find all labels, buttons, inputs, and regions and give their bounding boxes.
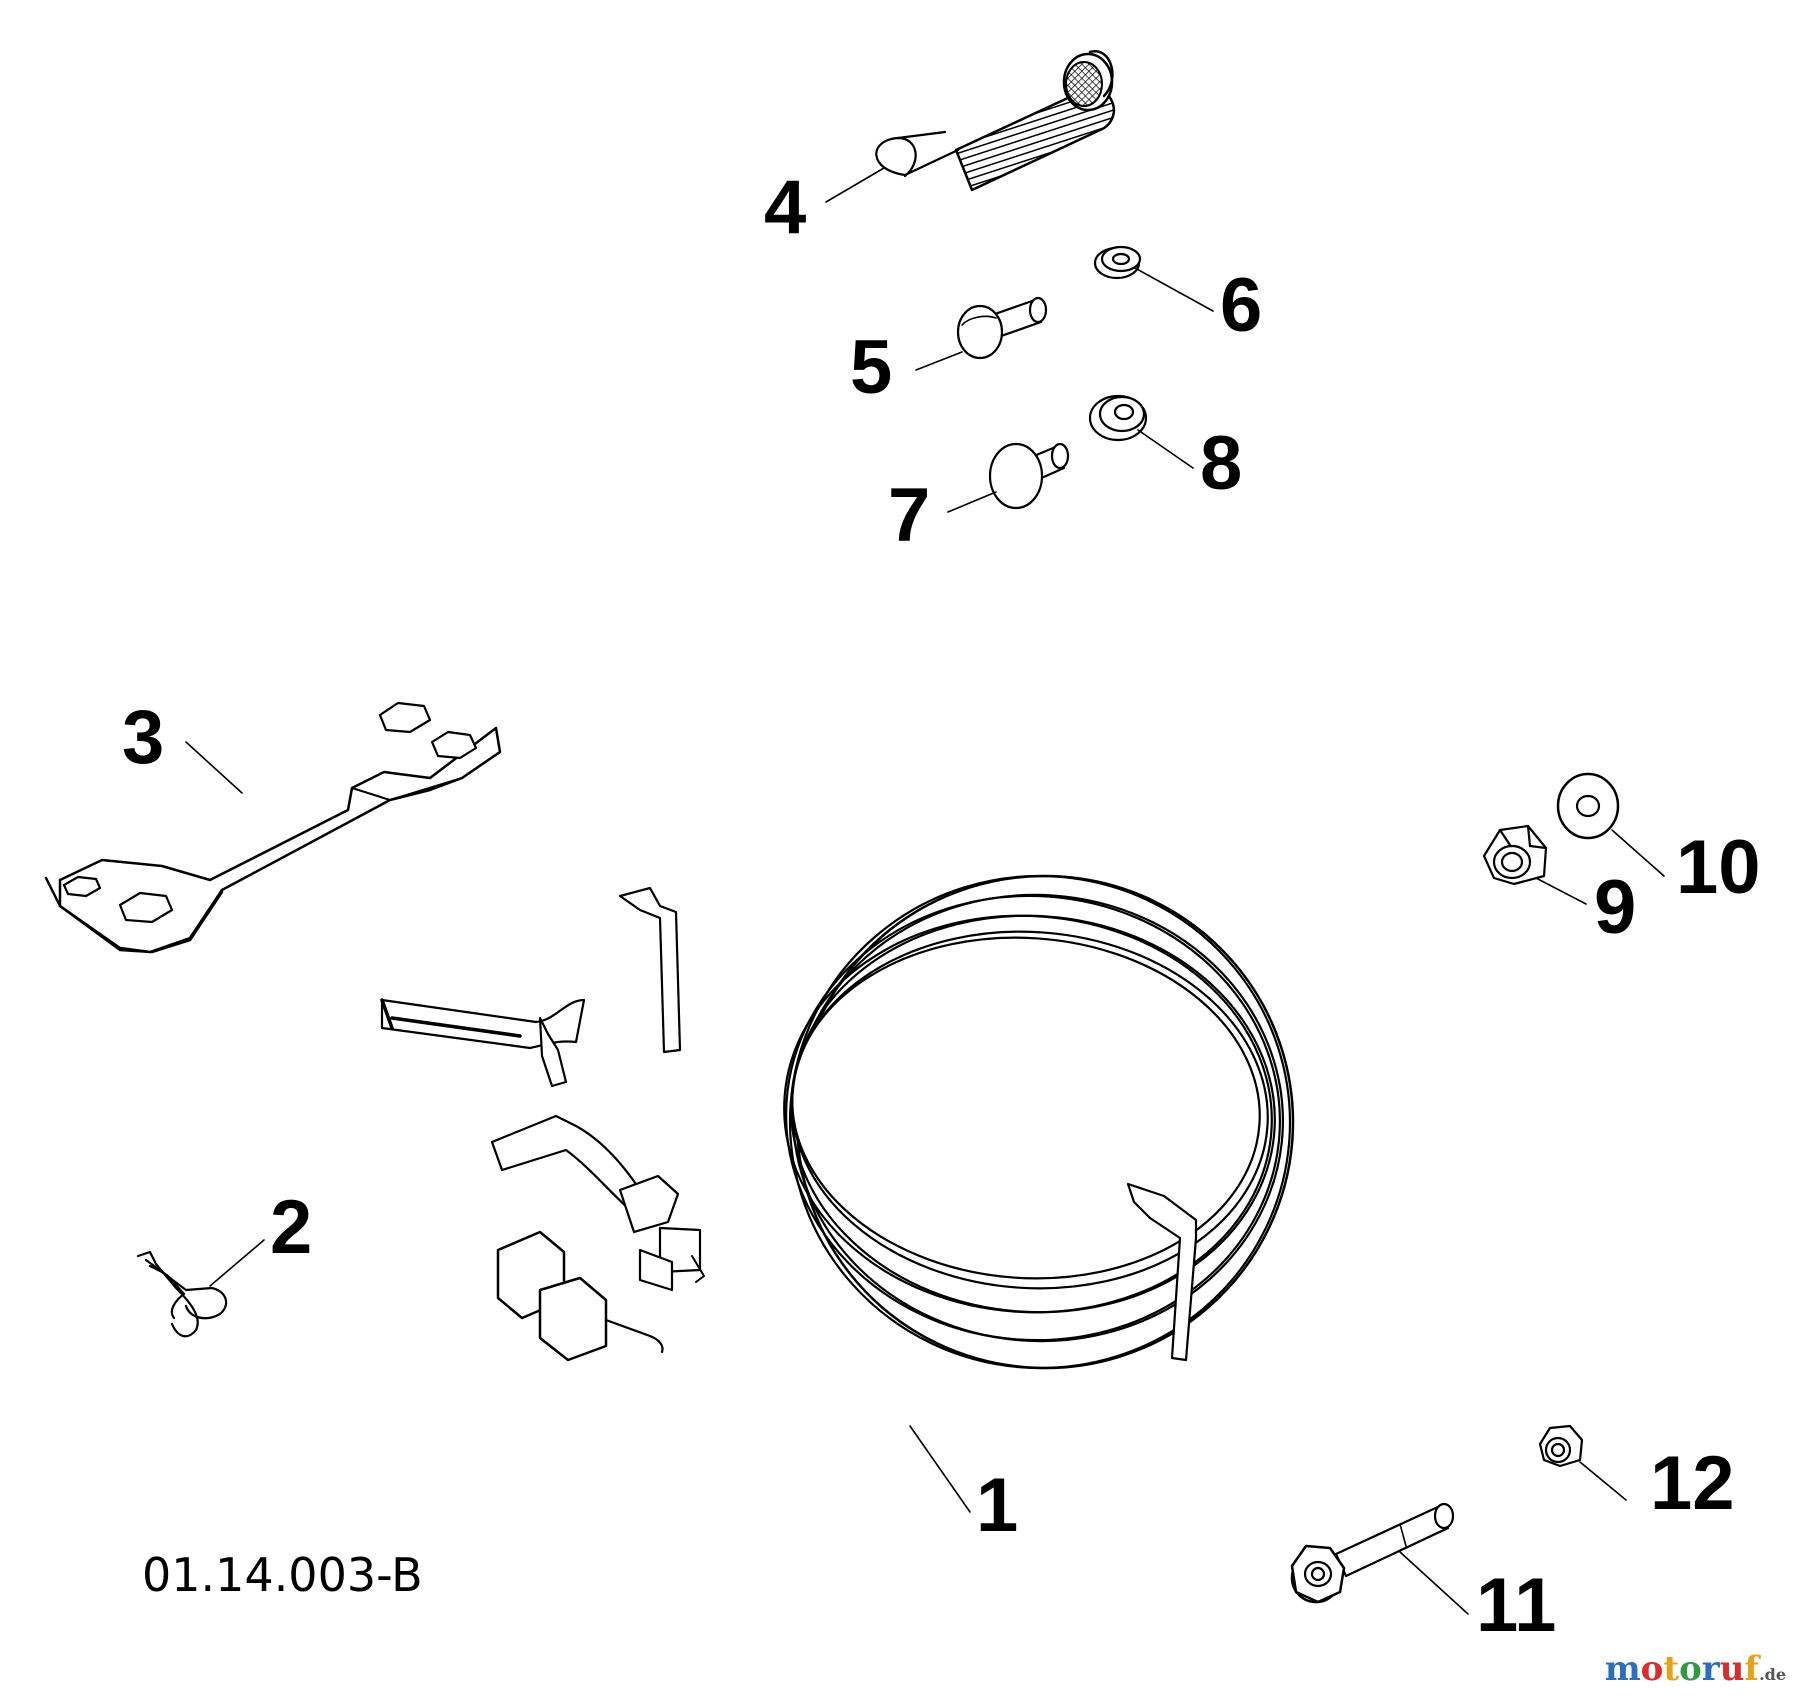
watermark-letter: o — [1640, 1649, 1664, 1689]
callout-1: 1 — [976, 1463, 1019, 1548]
callout-4: 4 — [764, 165, 807, 250]
watermark-letter: u — [1719, 1649, 1745, 1689]
watermark-letter: o — [1679, 1649, 1702, 1689]
watermark-letter: r — [1701, 1649, 1720, 1689]
watermark-letter: t — [1663, 1649, 1680, 1689]
callout-3: 3 — [122, 695, 165, 780]
part-3-wrench-plate — [44, 701, 502, 954]
part-4-tension-spring — [825, 50, 1116, 203]
watermark-letter: f — [1744, 1649, 1760, 1689]
callout-5: 5 — [850, 325, 893, 410]
drawing-code: 01.14.003-B — [142, 1548, 423, 1602]
callout-10: 10 — [1676, 825, 1761, 910]
callout-11: 11 — [1476, 1563, 1557, 1648]
part-8-flange-nut — [1088, 394, 1194, 469]
callout-6: 6 — [1220, 263, 1263, 348]
part-2-hairpin-clip — [136, 1239, 265, 1338]
callout-12: 12 — [1650, 1441, 1735, 1526]
part-6-flange-nut — [1093, 245, 1214, 312]
watermark-tld: .de — [1759, 1665, 1786, 1684]
part-11-flange-bolt — [1290, 1502, 1469, 1615]
part-7-mushroom-head-pin — [947, 442, 1070, 513]
callout-9: 9 — [1594, 865, 1637, 950]
callout-2: 2 — [270, 1185, 313, 1270]
watermark-logo: motoruf.de — [1605, 1652, 1786, 1686]
part-5-shoulder-pin — [915, 296, 1048, 371]
part-1-wire-harness — [380, 874, 1295, 1513]
callout-7: 7 — [888, 473, 931, 558]
callout-8: 8 — [1200, 421, 1243, 506]
watermark-letter: m — [1604, 1649, 1641, 1689]
part-12-hex-nut — [1538, 1424, 1627, 1501]
part-9-hex-nut — [1482, 824, 1587, 905]
part-10-flat-washer — [1556, 772, 1665, 877]
